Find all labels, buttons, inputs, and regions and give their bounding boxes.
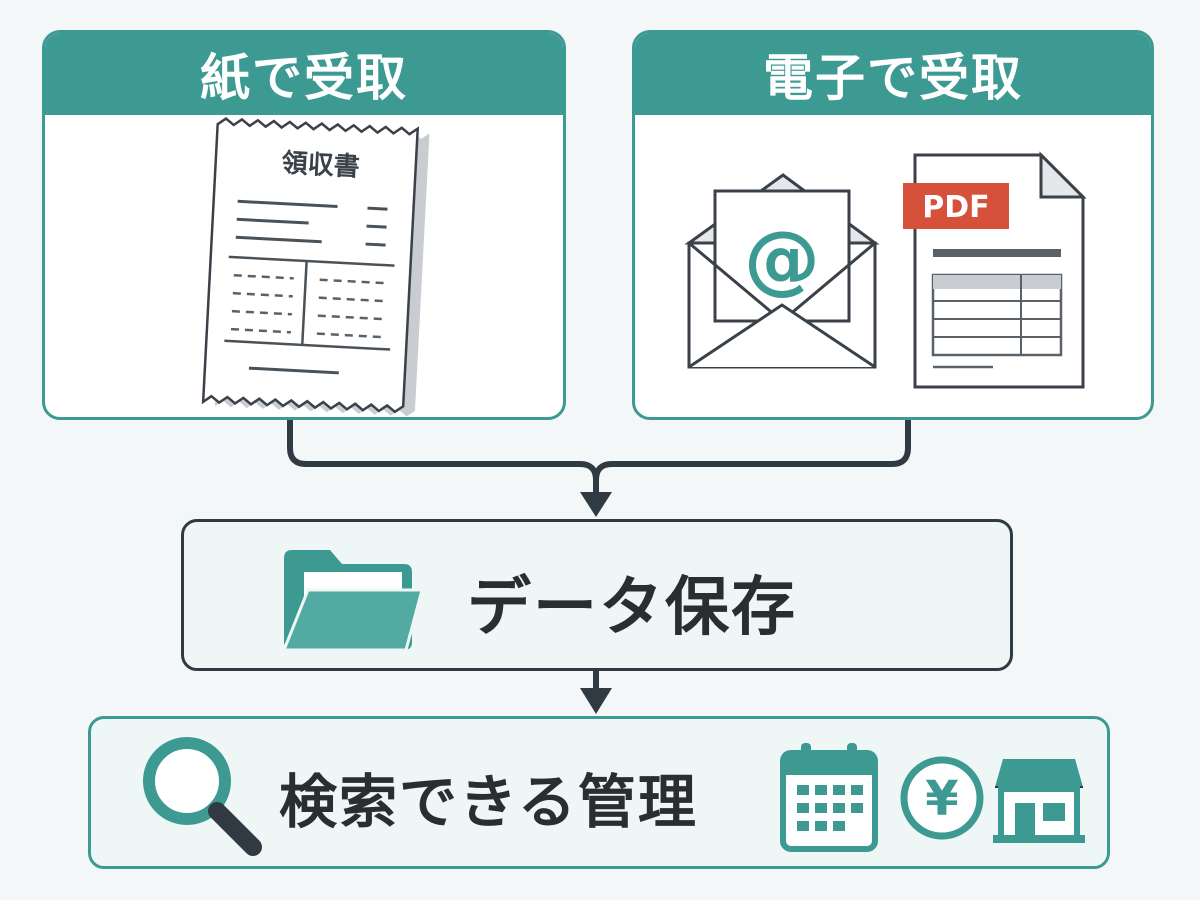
digital-icons: @ PDF xyxy=(684,151,1087,389)
magnifier-icon xyxy=(143,737,262,856)
searchable-management-box: 検索できる管理 ¥ xyxy=(88,716,1110,869)
email-envelope-icon: @ xyxy=(684,173,880,369)
data-storage-box: データ保存 xyxy=(181,519,1013,671)
store-icon xyxy=(993,759,1085,843)
receipt-title: 領収書 xyxy=(281,148,361,183)
yen-coin-icon: ¥ xyxy=(900,756,984,840)
arrow-down-icon xyxy=(580,688,612,714)
pdf-badge: PDF xyxy=(922,190,989,225)
at-symbol: @ xyxy=(744,214,820,303)
paper-receipt-header: 紙で受取 xyxy=(45,33,563,115)
pdf-document-icon: PDF xyxy=(903,151,1087,389)
paper-receipt-panel: 紙で受取 領収書 xyxy=(42,30,566,420)
searchable-management-label: 検索できる管理 xyxy=(279,768,698,836)
yen-symbol: ¥ xyxy=(925,771,958,827)
connector-paper-to-storage xyxy=(287,420,599,500)
calendar-icon xyxy=(780,743,878,852)
arrow-down-icon xyxy=(580,492,612,517)
folder-icon xyxy=(281,550,424,652)
data-storage-label: データ保存 xyxy=(467,571,797,645)
digital-receipt-panel: 電子で受取 @ PDF xyxy=(632,30,1154,420)
digital-receipt-header: 電子で受取 xyxy=(635,33,1151,115)
connector-digital-to-storage xyxy=(593,420,911,481)
receipt-icon: 領収書 xyxy=(201,117,430,417)
